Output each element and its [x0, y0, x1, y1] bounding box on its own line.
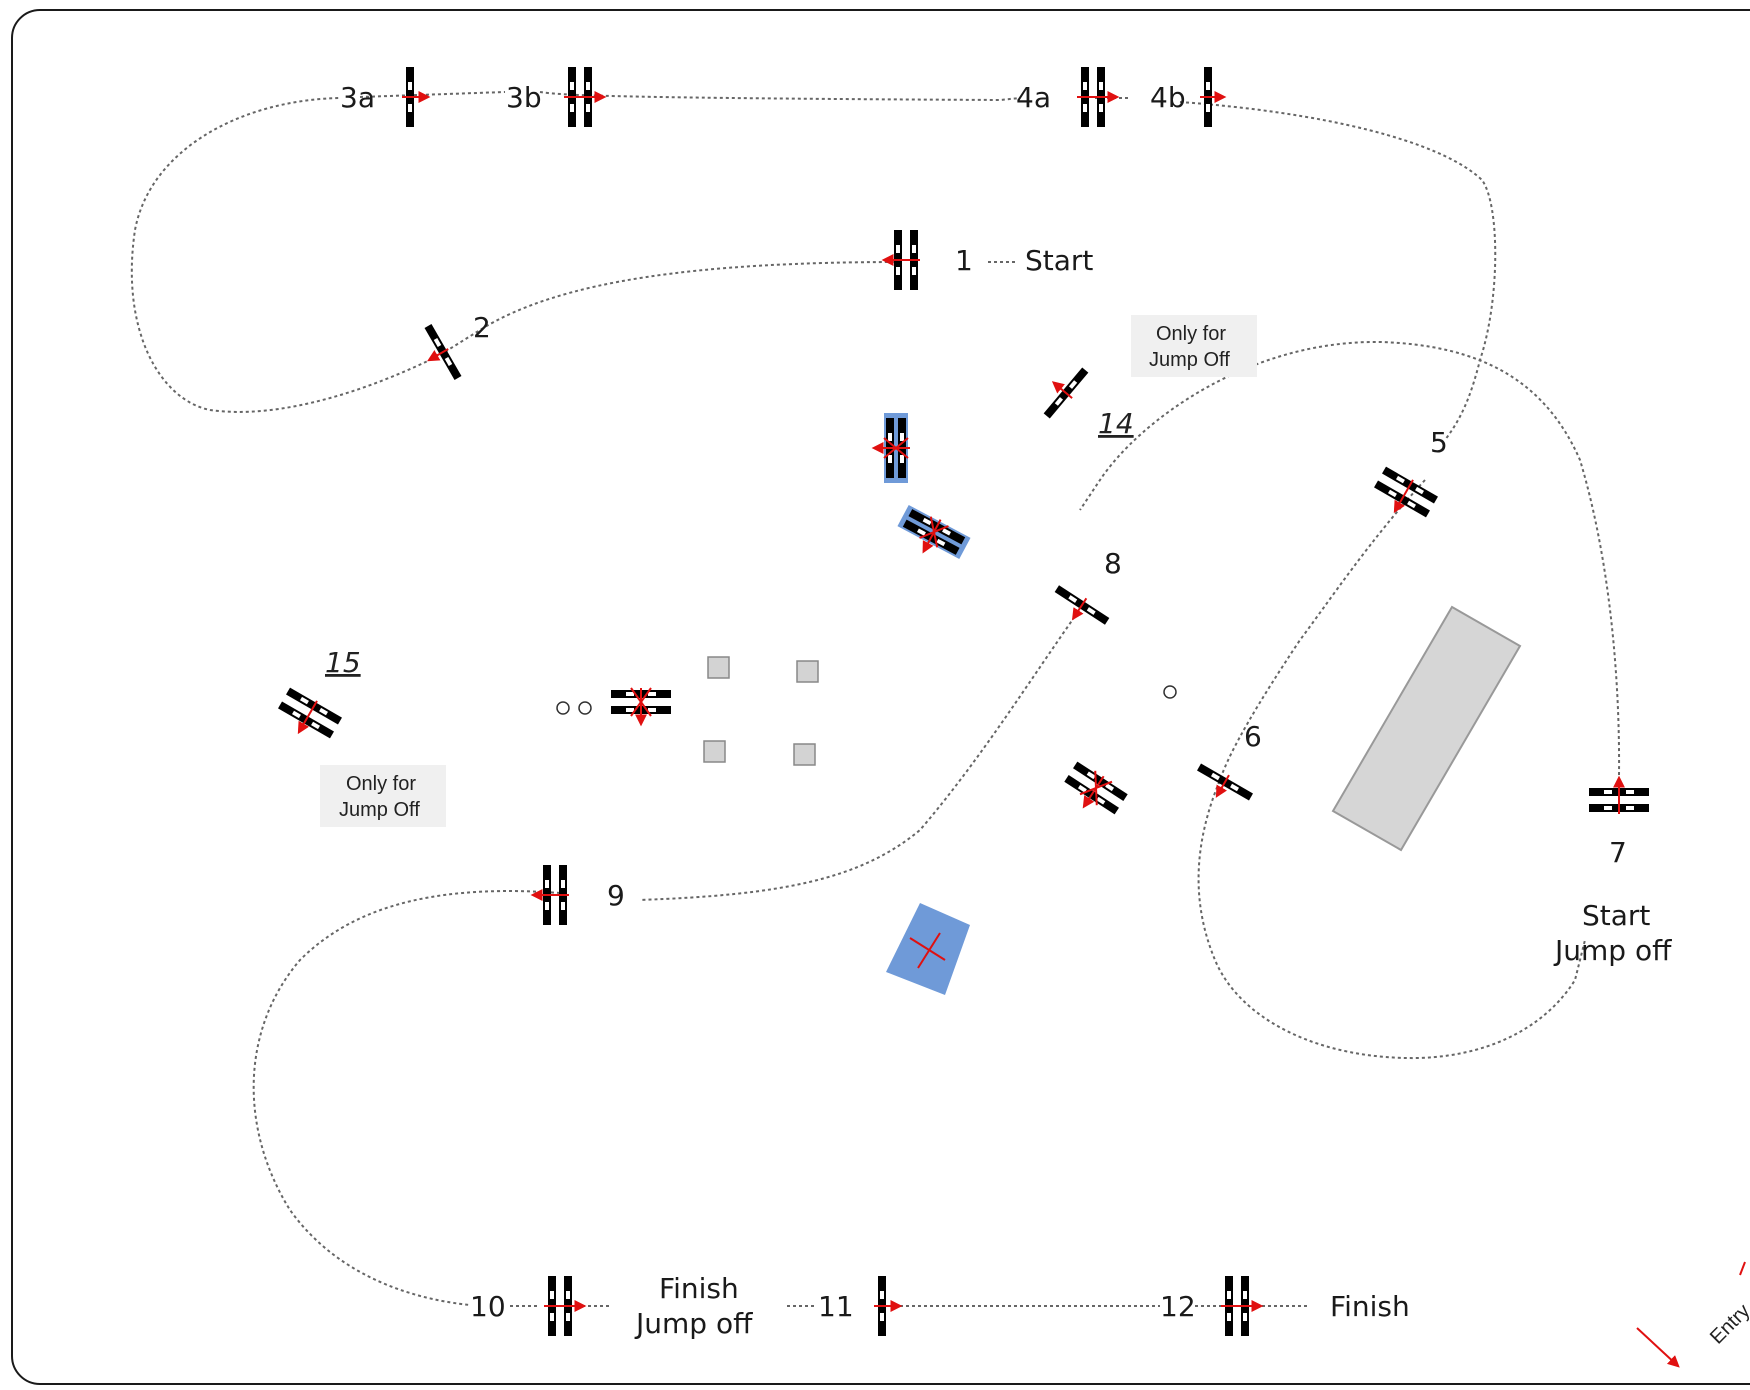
jump-off-note-b-line1: Only for: [346, 773, 416, 795]
jump-5-oxer: [1374, 466, 1438, 518]
jump-8-vertical: [1054, 585, 1110, 625]
jump-12-oxer: [1221, 1276, 1264, 1336]
jump-3a-label: 3a: [340, 81, 375, 114]
jump-off-note-b-line2: Jump Off: [339, 799, 420, 821]
jump-3a-vertical: [402, 67, 431, 127]
jump-4a-label: 4a: [1016, 81, 1051, 114]
finish-jump-off-line1: Finish: [659, 1272, 739, 1305]
jump-9-label: 9: [607, 879, 625, 912]
block-square: [793, 743, 816, 766]
block-square: [703, 740, 726, 763]
jump-5-label: 5: [1430, 426, 1448, 459]
unused-jump-oxer-right: [1064, 761, 1128, 815]
finish-label: Finish: [1330, 1290, 1410, 1323]
unused-jump-water-angled: [897, 504, 971, 560]
jump-3b-label: 3b: [506, 81, 542, 114]
jump-15-oxer: [278, 687, 342, 739]
jump-off-note-a-line1: Only for: [1156, 323, 1226, 345]
jump-4a-oxer: [1077, 67, 1120, 127]
jump-off-note-a-line2: Jump Off: [1149, 349, 1230, 371]
jump-11-vertical: [874, 1276, 903, 1336]
jump-6-label: 6: [1244, 720, 1262, 753]
jump-2-label: 2: [473, 311, 491, 344]
jump-7-label: 7: [1609, 836, 1627, 869]
jump-7-oxer: [1589, 775, 1649, 814]
jump-14-label: 14: [1098, 407, 1134, 440]
finish-jump-off-line2: Jump off: [634, 1307, 753, 1340]
jump-14-vertical: [1043, 367, 1089, 419]
jump-10-label: 10: [470, 1290, 506, 1323]
grey-obstacle-rect: [1331, 605, 1522, 852]
jump-8-label: 8: [1104, 547, 1122, 580]
jump-4b-label: 4b: [1150, 81, 1186, 114]
marker-circle: [578, 701, 592, 715]
start-jump-off-line1: Start: [1582, 899, 1650, 932]
marker-circle: [1163, 685, 1177, 699]
jump-9-oxer: [530, 865, 569, 925]
water-tray: [886, 903, 970, 995]
jump-off-note-a: [1131, 315, 1257, 377]
block-square: [707, 656, 730, 679]
jump-2-vertical: [424, 324, 462, 380]
jump-11-label: 11: [818, 1290, 854, 1323]
jump-1-label: 1: [955, 244, 973, 277]
start-jump-off-line2: Jump off: [1553, 934, 1672, 967]
start-label: Start: [1025, 244, 1093, 277]
jump-3b-oxer: [564, 67, 607, 127]
jump-4b-vertical: [1200, 67, 1227, 127]
jump-1-oxer: [881, 230, 920, 290]
jump-12-label: 12: [1160, 1290, 1196, 1323]
course-route: [130, 91, 1621, 1307]
jump-10-oxer: [544, 1276, 587, 1336]
jump-15-label: 15: [325, 646, 361, 679]
marker-circle: [556, 701, 570, 715]
unused-jump-water-vertical: [871, 413, 910, 483]
block-square: [796, 660, 819, 683]
unused-jump-oxer-center: [611, 687, 671, 727]
jump-6-vertical: [1197, 763, 1253, 801]
jump-off-note-b: [320, 765, 446, 827]
